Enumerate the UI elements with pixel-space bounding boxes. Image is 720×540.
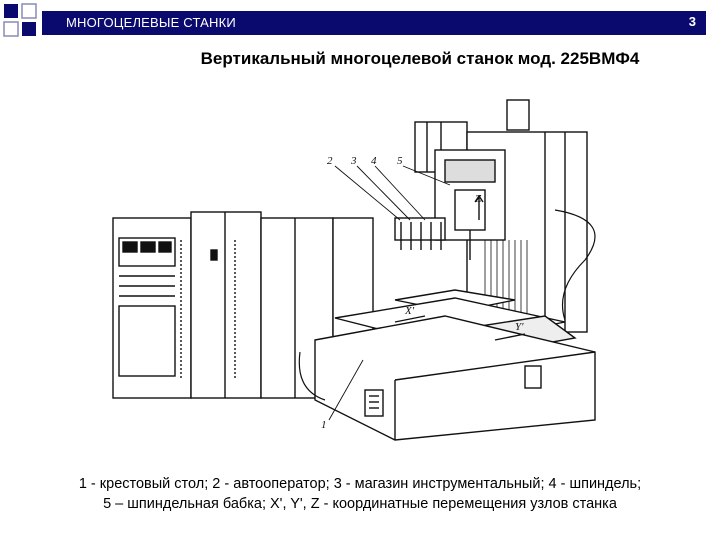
callout-1: 1 bbox=[321, 419, 327, 431]
header-title: МНОГОЦЕЛЕВЫЕ СТАНКИ bbox=[66, 15, 236, 30]
axis-label-x: X' bbox=[404, 305, 415, 317]
callout-4: 4 bbox=[371, 155, 377, 167]
slide-title: Вертикальный многоцелевой станок мод. 22… bbox=[200, 49, 640, 68]
cable bbox=[554, 209, 596, 321]
axis-label-y: Y' bbox=[515, 321, 524, 333]
machine-base bbox=[314, 315, 596, 441]
machine-tool-drawing: 1 2 3 4 5 X' Y' Z bbox=[112, 99, 596, 441]
caption-line-2: 5 – шпиндельная бабка; X', Y', Z - коорд… bbox=[103, 496, 617, 512]
page-number: 3 bbox=[688, 14, 696, 29]
header-bar: МНОГОЦЕЛЕВЫЕ СТАНКИ 3 bbox=[42, 11, 706, 35]
slide-logo-squares bbox=[3, 3, 37, 37]
control-cabinet-middle bbox=[190, 211, 262, 399]
figure-caption: 1 - крестовый стол; 2 - автооператор; 3 … bbox=[0, 474, 720, 514]
callout-3: 3 bbox=[350, 155, 357, 167]
y-axis-arrow bbox=[494, 333, 526, 341]
x-axis-arrow bbox=[394, 315, 426, 323]
control-cabinet-left bbox=[112, 217, 192, 399]
cable-lower bbox=[298, 351, 326, 401]
tool-magazine bbox=[394, 217, 446, 250]
axis-label-z: Z bbox=[475, 193, 482, 205]
caption-line-1: 1 - крестовый стол; 2 - автооператор; 3 … bbox=[78, 476, 642, 492]
spindle-head bbox=[434, 149, 506, 260]
callout-5: 5 bbox=[397, 155, 403, 167]
callout-2: 2 bbox=[327, 155, 333, 167]
